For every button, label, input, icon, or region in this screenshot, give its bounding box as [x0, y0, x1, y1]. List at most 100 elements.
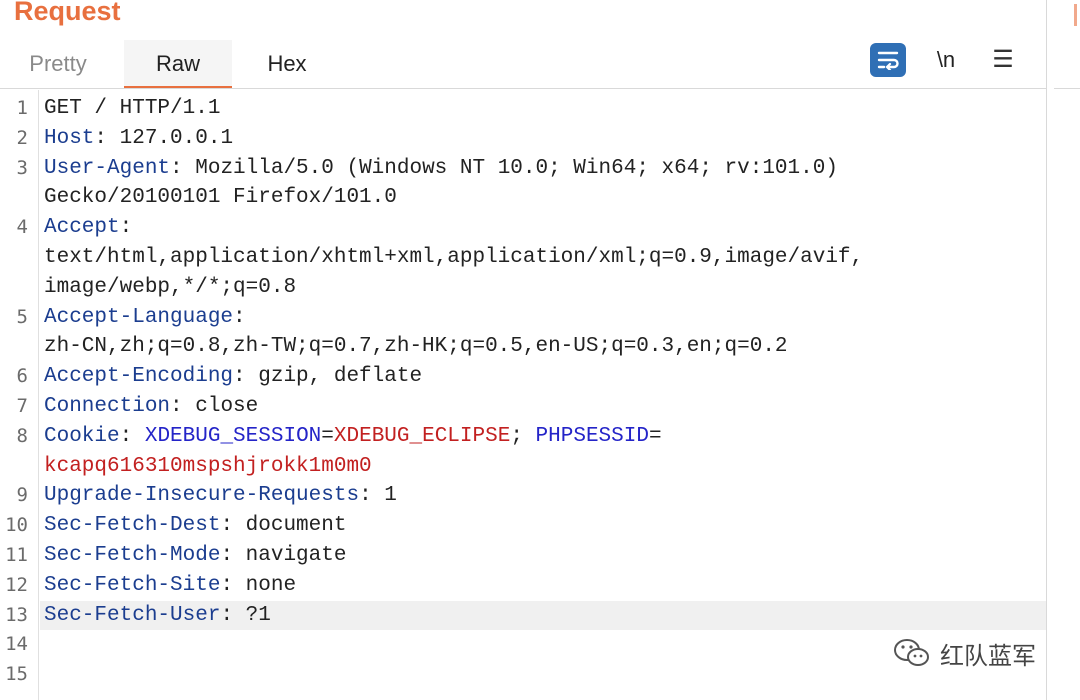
- line-number: 6: [16, 365, 28, 388]
- header-name: Accept-Language: [44, 305, 234, 329]
- adjacent-panel-edge: [1074, 4, 1077, 26]
- editor-line[interactable]: 1 GET / HTTP/1.1: [0, 94, 1046, 124]
- header-value: document: [233, 514, 347, 538]
- word-wrap-icon: [877, 51, 899, 72]
- adjacent-panel-separator: [1054, 88, 1080, 89]
- editor-line[interactable]: kcapq616310mspshjrokk1m0m0: [0, 452, 1046, 482]
- editor-line[interactable]: text/html,application/xhtml+xml,applicat…: [0, 243, 1046, 273]
- line-number: 12: [5, 573, 28, 596]
- tabs-divider: [0, 88, 1046, 89]
- line-content: image/webp,*/*;q=0.8: [44, 273, 296, 303]
- header-name: Upgrade-Insecure-Requests: [44, 484, 360, 508]
- cookie-value: kcapq616310mspshjrokk1m0m0: [44, 454, 372, 478]
- line-number: 14: [5, 633, 28, 656]
- header-name: Cookie: [44, 424, 120, 448]
- tab-raw[interactable]: Raw: [124, 40, 232, 89]
- line-content: Accept-Encoding: gzip, deflate: [44, 365, 423, 389]
- line-text: image/webp,*/*;q=0.8: [44, 275, 297, 299]
- header-name: User-Agent: [44, 156, 171, 180]
- editor-line[interactable]: image/webp,*/*;q=0.8: [0, 273, 1046, 303]
- header-name: Connection: [44, 394, 171, 418]
- panel-title: Request: [14, 0, 121, 26]
- line-number: 13: [5, 603, 28, 626]
- tab-pretty[interactable]: Pretty: [29, 51, 87, 76]
- line-number: 1: [16, 97, 28, 119]
- editor-line[interactable]: 2 Host: 127.0.0.1: [0, 124, 1046, 154]
- word-wrap-button[interactable]: [870, 43, 906, 77]
- line-number: 8: [16, 424, 28, 447]
- tab-hex[interactable]: Hex: [267, 51, 307, 76]
- header-value: 1: [371, 484, 397, 508]
- line-content: Host: 127.0.0.1: [44, 126, 234, 150]
- editor-line[interactable]: 9 Upgrade-Insecure-Requests: 1: [0, 481, 1046, 511]
- line-number: 11: [5, 543, 28, 566]
- line-text: Gecko/20100101 Firefox/101.0: [44, 186, 397, 210]
- watermark: 红队蓝军: [892, 634, 1036, 672]
- line-content: Cookie: XDEBUG_SESSION=XDEBUG_ECLIPSE; P…: [44, 424, 662, 448]
- editor-line[interactable]: 15: [0, 660, 1046, 690]
- header-value: navigate: [233, 543, 347, 567]
- line-text: text/html,application/xhtml+xml,applicat…: [44, 245, 864, 269]
- view-tabs: Pretty Raw Hex: [0, 40, 1046, 90]
- header-value: none: [233, 573, 297, 597]
- editor-line[interactable]: 8 Cookie: XDEBUG_SESSION=XDEBUG_ECLIPSE; …: [0, 422, 1046, 452]
- editor-line[interactable]: Gecko/20100101 Firefox/101.0: [0, 183, 1046, 213]
- line-number: 4: [16, 216, 28, 239]
- watermark-text: 红队蓝军: [940, 641, 1036, 670]
- request-editor[interactable]: 1 GET / HTTP/1.1 2 Host: 127.0.0.1 3 User-Age…: [0, 94, 1046, 690]
- line-content: Sec-Fetch-Dest: document: [44, 514, 347, 538]
- editor-line[interactable]: 3 User-Agent: Mozilla/5.0 (Windows NT 10.…: [0, 154, 1046, 184]
- line-text: zh-CN,zh;q=0.8,zh-TW;q=0.7,zh-HK;q=0.5,e…: [44, 335, 788, 359]
- header-value: gzip, deflate: [245, 365, 423, 389]
- editor-line[interactable]: 5 Accept-Language:: [0, 303, 1046, 333]
- editor-line[interactable]: 11 Sec-Fetch-Mode: navigate: [0, 541, 1046, 571]
- line-text: GET / HTTP/1.1: [44, 97, 221, 120]
- line-number: 7: [16, 394, 28, 417]
- cookie-value: XDEBUG_ECLIPSE: [333, 424, 511, 448]
- line-content: GET / HTTP/1.1: [44, 94, 220, 124]
- editor-line[interactable]: 7 Connection: close: [0, 392, 1046, 422]
- header-name: Accept-Encoding: [44, 365, 234, 389]
- line-number: 10: [5, 514, 28, 537]
- line-content: Sec-Fetch-Mode: navigate: [44, 543, 347, 567]
- editor-line[interactable]: 4 Accept:: [0, 213, 1046, 243]
- panel-divider: [1046, 0, 1047, 700]
- line-content: Sec-Fetch-User: ?1: [44, 603, 271, 627]
- editor-line[interactable]: 10 Sec-Fetch-Dest: document: [0, 511, 1046, 541]
- line-content: zh-CN,zh;q=0.8,zh-TW;q=0.7,zh-HK;q=0.5,e…: [44, 332, 788, 362]
- editor-line[interactable]: 12 Sec-Fetch-Site: none: [0, 571, 1046, 601]
- line-content: Upgrade-Insecure-Requests: 1: [44, 484, 397, 508]
- cookie-name: XDEBUG_SESSION: [144, 424, 322, 448]
- line-content: Accept-Language:: [44, 305, 246, 329]
- wechat-icon: [894, 639, 929, 666]
- line-number: 15: [5, 663, 28, 686]
- header-name: Host: [44, 126, 95, 150]
- header-value: 127.0.0.1: [107, 126, 234, 150]
- line-number: 3: [16, 156, 28, 179]
- line-number: 2: [16, 126, 28, 149]
- menu-icon[interactable]: ☰: [992, 46, 1014, 73]
- line-content: Sec-Fetch-Site: none: [44, 573, 297, 597]
- line-number: 5: [16, 305, 28, 328]
- show-newlines-button[interactable]: \n: [936, 47, 956, 72]
- header-value: Mozilla/5.0 (Windows NT 10.0; Win64; x64…: [182, 156, 838, 180]
- header-value: ?1: [233, 603, 271, 627]
- cookie-name: PHPSESSID: [535, 424, 649, 448]
- editor-line[interactable]: 14: [0, 630, 1046, 660]
- line-content: User-Agent: Mozilla/5.0 (Windows NT 10.0…: [44, 156, 838, 180]
- editor-line[interactable]: zh-CN,zh;q=0.8,zh-TW;q=0.7,zh-HK;q=0.5,e…: [0, 332, 1046, 362]
- line-content: Connection: close: [44, 394, 259, 418]
- editor-line[interactable]: 13 Sec-Fetch-User: ?1: [5, 600, 1046, 631]
- line-number: 9: [16, 484, 28, 507]
- line-content: Gecko/20100101 Firefox/101.0: [44, 183, 397, 213]
- header-name: Sec-Fetch-User: [44, 603, 221, 627]
- header-name: Sec-Fetch-Mode: [44, 543, 221, 567]
- header-name: Sec-Fetch-Dest: [44, 514, 221, 538]
- line-content: Accept:: [44, 216, 133, 240]
- line-content: kcapq616310mspshjrokk1m0m0: [44, 452, 372, 482]
- header-name: Sec-Fetch-Site: [44, 573, 221, 597]
- header-name: Accept: [44, 216, 120, 240]
- editor-line[interactable]: 6 Accept-Encoding: gzip, deflate: [0, 362, 1046, 392]
- line-number-gutter: [38, 90, 39, 700]
- header-value: close: [182, 394, 259, 418]
